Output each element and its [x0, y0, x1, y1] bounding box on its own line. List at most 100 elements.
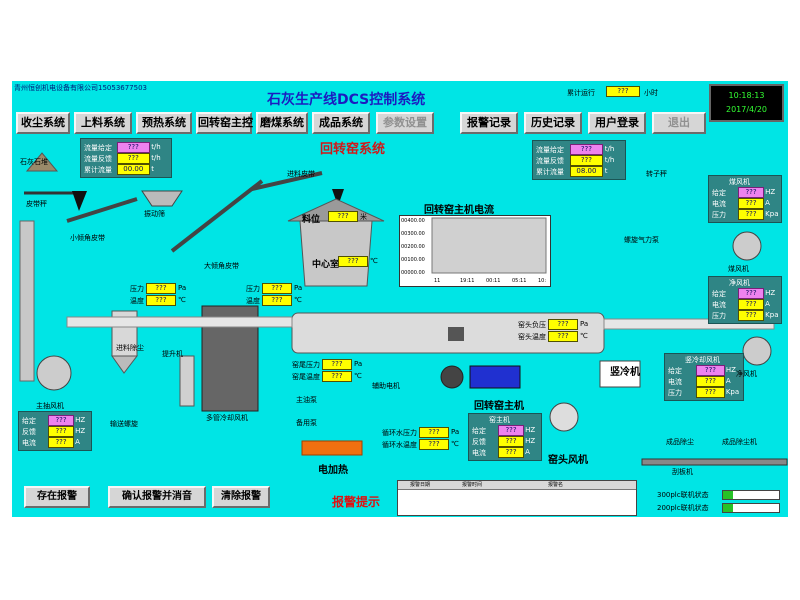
panel-row-value: 08.00 [569, 166, 604, 177]
panel-title: 煤风机 [729, 178, 750, 186]
down-arrow-icon [72, 191, 87, 211]
nav-button-4[interactable]: 磨煤系统 [256, 112, 308, 134]
panel-row-label: 电流 [712, 301, 726, 309]
readout-unit: ℃ [370, 257, 378, 265]
panel-row-label: 流量给定 [84, 144, 112, 152]
panel-row-value: ??? [696, 376, 725, 387]
panel-row-unit: t/h [151, 143, 161, 151]
caption-belt-scale: 皮带秤 [26, 200, 47, 208]
panel-row-value: ??? [497, 436, 525, 447]
coal-fan [732, 231, 762, 261]
kiln-drive [469, 365, 521, 389]
chain-conveyor [641, 458, 788, 466]
existing-alarm-button[interactable]: 存在报警 [24, 486, 90, 508]
panel-title: 窑主机 [489, 416, 510, 424]
readout-unit: ℃ [294, 296, 302, 304]
panel-row-label: 压力 [668, 389, 682, 397]
readout-unit: Pa [580, 320, 589, 328]
alarm-col-name: 报警名 [548, 482, 564, 488]
readout-value: ??? [322, 359, 352, 370]
panel-row-label: 累计流量 [536, 168, 564, 176]
panel-row-value[interactable]: ??? [47, 415, 75, 426]
chart-y-tick: 00300.00 [401, 231, 425, 237]
nav-button-7[interactable]: 报警记录 [460, 112, 518, 134]
confirm-alarm-button[interactable]: 确认报警并消音 [108, 486, 206, 508]
readout-value: ??? [419, 439, 449, 450]
caption-kiln-head-fan: 窑头风机 [548, 455, 588, 466]
panel-row-value: ??? [737, 310, 765, 321]
feed-belt [251, 171, 323, 191]
panel-row-unit: Kpa [765, 311, 779, 319]
vertical-cooler [599, 360, 641, 388]
panel-row-label: 给定 [668, 367, 682, 375]
nav-button-5[interactable]: 成品系统 [312, 112, 370, 134]
air-pipe [603, 318, 775, 330]
panel-row-value[interactable]: ??? [117, 142, 150, 153]
chart-x-tick: 00:11 [486, 278, 500, 284]
panel-row-unit: A [75, 438, 80, 446]
clear-alarm-button[interactable]: 清除报警 [212, 486, 270, 508]
limestone-pile [25, 152, 59, 172]
panel-row-value[interactable]: ??? [497, 425, 525, 436]
plc300-status-bar [722, 490, 780, 500]
readout-label: 料位 [302, 215, 321, 225]
big-belt [170, 179, 264, 253]
caption-aux-motor: 辅助电机 [372, 382, 400, 390]
panel-row-label: 流量给定 [536, 146, 564, 154]
preheater [299, 220, 373, 287]
panel-row-value: 00.00 [117, 164, 150, 175]
caption-vibrating-feeder: 振动筛 [144, 210, 165, 218]
caption-electric-heater: 电加热 [318, 465, 348, 476]
caption-chain-conveyor: 刮板机 [672, 468, 693, 476]
nav-button-3[interactable]: 回转窑主控 [196, 112, 253, 134]
panel-row-value[interactable]: ??? [737, 187, 765, 198]
panel-row-unit: Kpa [765, 210, 779, 218]
nav-button-8[interactable]: 历史记录 [524, 112, 582, 134]
caption-spare-pump: 备用泵 [296, 419, 317, 427]
clock-date: 2017/4/20 [725, 105, 768, 114]
readout-unit: 米 [360, 213, 367, 221]
chart-y-tick: 00400.00 [401, 218, 425, 224]
alarm-title: 报警提示 [332, 495, 381, 509]
readout-unit: ℃ [178, 296, 186, 304]
nav-button-0[interactable]: 收尘系统 [16, 112, 70, 134]
flue-pipe [66, 316, 293, 328]
nav-button-10: 退出 [652, 112, 706, 134]
clock-display: 10:18:13 2017/4/20 [709, 84, 784, 122]
panel-row-unit: HZ [525, 426, 536, 434]
kiln-motor [440, 365, 464, 389]
plc300-label: 300plc联机状态 [657, 491, 709, 499]
chart-area: 00400.0000300.0000200.0000100.0000000.00… [401, 217, 547, 284]
readout-value: ??? [548, 319, 578, 330]
panel-row-label: 反馈 [472, 438, 486, 446]
readout-value: ??? [338, 256, 368, 267]
nav-button-2[interactable]: 预热系统 [136, 112, 192, 134]
readout-unit: Pa [178, 284, 187, 292]
caption-product-dust-fan: 成品除尘机 [722, 438, 757, 446]
caption-conveyor-screw: 输送螺旋 [110, 420, 138, 428]
panel-row-unit: HZ [75, 416, 86, 424]
panel-row-label: 累计流量 [84, 166, 112, 174]
readout-value: ??? [328, 211, 358, 222]
chart-y-tick: 00100.00 [401, 257, 425, 263]
panel-row-value[interactable]: ??? [737, 288, 765, 299]
readout-unit: ℃ [580, 332, 588, 340]
panel-row-value[interactable]: ??? [696, 365, 725, 376]
caption-feed-belt: 进料皮带 [287, 170, 315, 178]
caption-dust-collector: 进料除尘 [116, 344, 144, 352]
alarm-table[interactable]: 报警日期 报警时间 报警名 [397, 480, 637, 516]
caption-main-exhaust: 主抽风机 [36, 402, 64, 410]
chimney [19, 220, 35, 382]
panel-row-unit: t [151, 165, 154, 173]
nav-button-9[interactable]: 用户登录 [588, 112, 646, 134]
panel-row-label: 给定 [712, 189, 726, 197]
panel-row-value[interactable]: ??? [569, 144, 604, 155]
panel-row-value: ??? [569, 155, 604, 166]
panel-row-unit: HZ [765, 188, 776, 196]
nav-button-1[interactable]: 上料系统 [74, 112, 132, 134]
page-title: 石灰生产线DCS控制系统 [267, 92, 426, 108]
